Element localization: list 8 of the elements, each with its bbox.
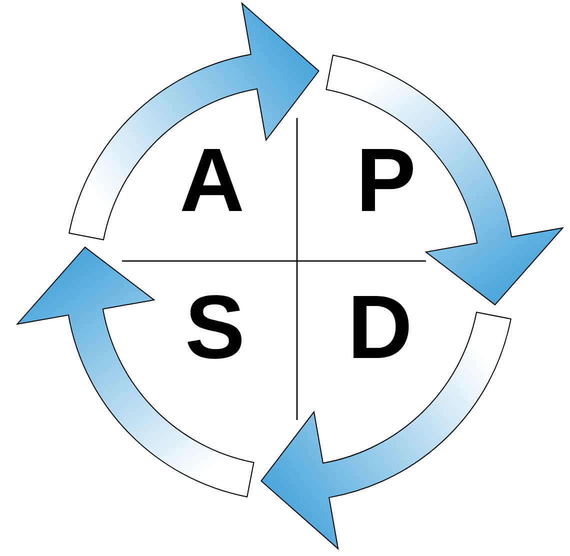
cycle-arrow	[16, 246, 254, 498]
cycle-arrow	[326, 54, 564, 306]
cycle-arrow	[68, 2, 320, 240]
cycle-arrow	[260, 312, 512, 550]
quadrant-letter: D	[354, 296, 409, 358]
quadrant-letter: S	[188, 295, 242, 359]
quadrant-letter: A	[182, 149, 242, 211]
quadrant-letter: P	[362, 149, 413, 211]
